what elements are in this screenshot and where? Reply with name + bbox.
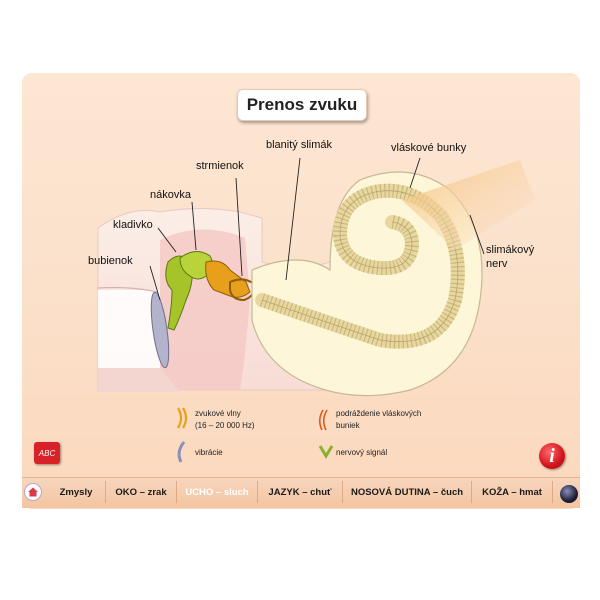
abc-icon: ABC — [38, 448, 56, 458]
stapes — [205, 260, 251, 298]
leader-blanity — [285, 157, 301, 281]
legend-nerve-signal: nervový signál — [336, 448, 388, 457]
leader-bubienok — [149, 265, 161, 301]
leader-strmienok — [235, 177, 243, 277]
nav-koza[interactable]: KOŽA – hmat — [472, 481, 553, 503]
ear-canal — [98, 290, 160, 368]
leader-nakovka — [191, 201, 197, 251]
label-kladivko: kladivko — [113, 219, 153, 231]
nerve-signal-icon — [318, 445, 334, 459]
label-blanity-slimak: blanitý slimák — [266, 139, 333, 151]
leader-kladivko — [157, 227, 177, 253]
bottom-navbar — [22, 477, 580, 508]
info-button[interactable]: i — [539, 443, 565, 469]
label-slimakovy-nerv: slimákový nerv — [486, 243, 534, 271]
legend-sound-waves-line2: (16 – 20 000 Hz) — [195, 421, 255, 430]
cochlea-inner-line — [261, 190, 459, 343]
sound-wave-icon — [177, 407, 188, 429]
label-slimakovy-nerv-line1: slimákový — [486, 244, 535, 256]
label-slimakovy-nerv-line2: nerv — [486, 258, 508, 270]
info-icon: i — [549, 444, 555, 467]
legend-sound-waves-line1: zvukové vlny — [195, 409, 241, 418]
label-nakovka: nákovka — [150, 189, 191, 201]
leader-vlaskove — [409, 157, 421, 189]
nav-jazyk[interactable]: JAZYK – chuť — [258, 481, 343, 503]
legend-hair-cell-stimulus-line1: podráždenie vláskových — [336, 409, 422, 418]
title-box: Prenos zvuku — [237, 89, 367, 121]
label-vlaskove-bunky: vláskové bunky — [391, 142, 467, 154]
legend-hair-cell-stimulus: podráždenie vláskových buniek — [336, 408, 421, 432]
label-bubienok: bubienok — [88, 255, 133, 267]
eardrum — [150, 291, 170, 369]
legend-hair-cell-stimulus-line2: buniek — [336, 421, 360, 430]
vibration-icon — [177, 441, 186, 463]
label-strmienok: strmienok — [196, 160, 244, 172]
abc-button[interactable]: ABC — [34, 442, 60, 464]
legend-icons — [177, 407, 334, 463]
legend-sound-waves: zvukové vlny (16 – 20 000 Hz) — [195, 408, 255, 432]
nav-nosova-dutina[interactable]: NOSOVÁ DUTINA – čuch — [343, 481, 472, 503]
hair-cell-stimulus-icon — [318, 409, 328, 431]
skin-line — [97, 286, 159, 293]
leader-nerv — [469, 214, 485, 255]
legend-vibrations: vibrácie — [195, 448, 223, 457]
nav-zmysly[interactable]: Zmysly — [47, 481, 106, 503]
page-title: Prenos zvuku — [246, 95, 358, 114]
cochlear-nerve — [402, 160, 535, 250]
nav-oko[interactable]: OKO – zrak — [106, 481, 177, 503]
globe-icon[interactable] — [560, 485, 578, 503]
home-icon[interactable] — [24, 483, 42, 501]
lower-tissue — [98, 368, 180, 392]
nav-ucho[interactable]: UCHO – sluch — [177, 481, 258, 503]
